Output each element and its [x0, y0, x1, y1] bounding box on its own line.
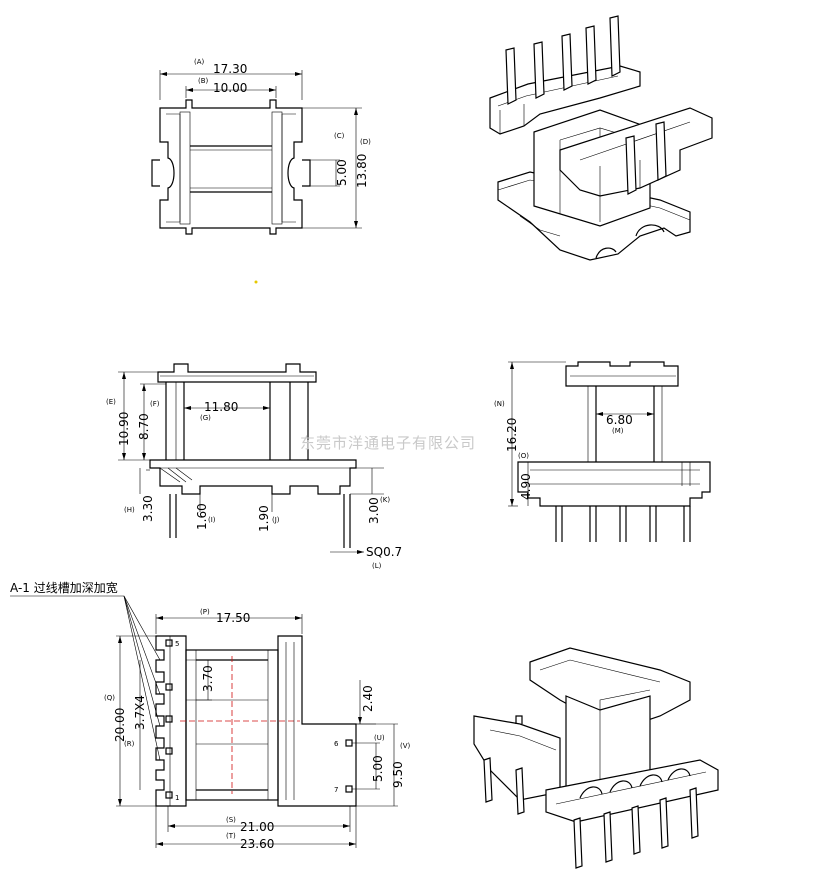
pin-5-label: 5: [175, 640, 179, 648]
dim-o-ref: (O): [518, 452, 529, 460]
dim-t-ref: (T): [226, 832, 236, 840]
dim-r-value: 3.7X4: [133, 695, 147, 730]
dim-g-value: 11.80: [204, 400, 238, 414]
dim-a-ref: (A): [194, 58, 205, 66]
dim-h-value: 3.30: [141, 495, 155, 522]
dim-p-value: 17.50: [216, 611, 250, 625]
dim-v-ref: (V): [400, 742, 411, 750]
dim-i-ref: (I): [208, 516, 216, 524]
dim-t-value: 23.60: [240, 837, 274, 851]
dim-n-ref: (N): [494, 400, 505, 408]
dim-240-value: 2.40: [361, 685, 375, 712]
dim-v-value: 9.50: [391, 761, 405, 788]
dim-e-ref: (E): [106, 398, 116, 406]
dim-h-ref: (H): [124, 506, 135, 514]
dim-n-value: 16.20: [505, 418, 519, 452]
dim-r-ref: (R): [124, 740, 135, 748]
dim-o-value: 4.90: [519, 473, 533, 500]
dim-m-value: 6.80: [606, 413, 633, 427]
iso-view-bottom: [473, 647, 719, 869]
side-view: (N) 16.20 6.80 (M) (O) 4.90: [494, 361, 711, 542]
dim-k-ref: (K): [380, 496, 390, 504]
dim-i-value: 1.60: [195, 503, 209, 530]
bottom-view: 5 1 6 7 (P) 17.50 3.70: [104, 608, 411, 851]
note-a1: A-1 过线槽加深加宽: [10, 580, 161, 761]
company-watermark: 东莞市洋通电子有限公司: [300, 434, 477, 452]
dim-m-ref: (M): [612, 427, 624, 435]
dim-e-value: 10.90: [117, 412, 131, 446]
pin-6-label: 6: [334, 740, 339, 748]
dim-j-ref: (J): [272, 516, 280, 524]
stray-dot: [254, 280, 258, 284]
top-view: (A) 17.30 (B) 10.00 (C) 5.00 (D) 13.80: [151, 58, 371, 235]
dim-j-value: 1.90: [257, 505, 271, 532]
dim-g-ref: (G): [200, 414, 211, 422]
dim-a-value: 17.30: [213, 62, 247, 76]
dim-u-value: 5.00: [371, 755, 385, 782]
dim-q-value: 20.00: [113, 708, 127, 742]
dim-d-ref: (D): [360, 138, 371, 146]
pin-7-label: 7: [334, 786, 338, 794]
dim-d-value: 13.80: [355, 154, 369, 188]
dim-f-ref: (F): [150, 400, 160, 408]
dim-f-value: 8.70: [137, 413, 151, 440]
dim-370-value: 3.70: [201, 665, 215, 692]
dim-b-ref: (B): [198, 77, 209, 85]
dim-s-value: 21.00: [240, 820, 274, 834]
dim-l-ref: (L): [372, 562, 382, 570]
note-a1-label: A-1 过线槽加深加宽: [10, 580, 118, 595]
front-view: (E) 10.90 (F) 8.70 11.80 (G) (H) 3.30 1.…: [106, 363, 402, 570]
dim-u-ref: (U): [374, 734, 385, 742]
dim-k-value: 3.00: [367, 497, 381, 524]
dim-s-ref: (S): [226, 816, 236, 824]
dim-l-value: SQ0.7: [366, 545, 402, 559]
dim-b-value: 10.00: [213, 81, 247, 95]
dim-c-ref: (C): [334, 132, 345, 140]
dim-q-ref: (Q): [104, 694, 115, 702]
iso-view-top: [489, 15, 713, 261]
dim-p-ref: (P): [200, 608, 210, 616]
dim-c-value: 5.00: [335, 159, 349, 186]
pin-1-label: 1: [175, 794, 179, 802]
